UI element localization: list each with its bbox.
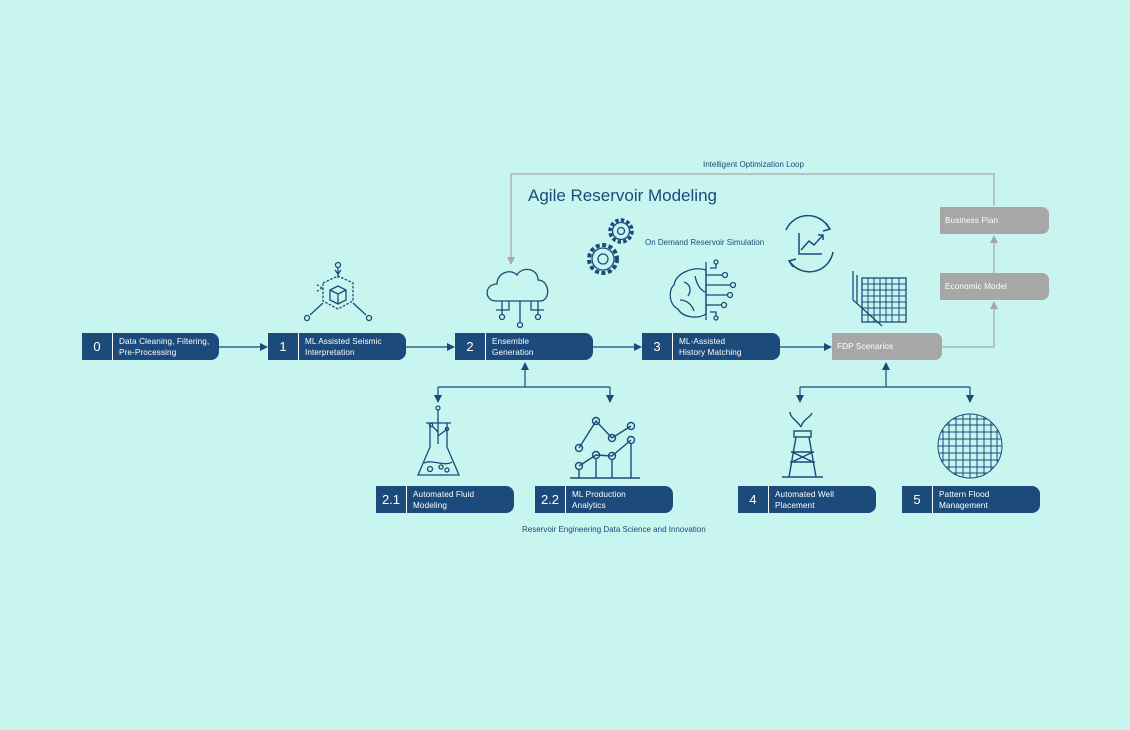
- step-3-box[interactable]: 3 ML-Assisted History Matching: [642, 333, 780, 360]
- step-number: 2.2: [535, 486, 566, 513]
- arrow-fdp-to-economic: [942, 301, 998, 348]
- step-1-box[interactable]: 1 ML Assisted Seismic Interpretation: [268, 333, 406, 360]
- diagram-title: Agile Reservoir Modeling: [528, 186, 717, 205]
- step-number: 4: [738, 486, 769, 513]
- mesh-sphere-icon: [937, 413, 1003, 479]
- economic-model-box[interactable]: Economic Model: [940, 273, 1049, 300]
- step-number: 2: [455, 333, 486, 360]
- step-label: Data Cleaning, Filtering, Pre-Processing: [119, 336, 210, 357]
- step-2-2-box[interactable]: 2.2 ML Production Analytics: [535, 486, 673, 513]
- step-label: ML-Assisted History Matching: [679, 336, 742, 357]
- step-2-1-box[interactable]: 2.1 Automated Fluid Modeling: [376, 486, 514, 513]
- step-label: ML Assisted Seismic Interpretation: [305, 336, 382, 357]
- step-label: Pattern Flood Management: [939, 489, 990, 510]
- step-number: 1: [268, 333, 299, 360]
- step-label: ML Production Analytics: [572, 489, 626, 510]
- step-2-box[interactable]: 2 Ensemble Generation: [455, 333, 593, 360]
- oil-rig-icon: [782, 411, 823, 478]
- step-0-box[interactable]: 0 Data Cleaning, Filtering, Pre-Processi…: [82, 333, 219, 360]
- optimization-loop-line: [507, 173, 995, 265]
- cycle-chart-icon: [785, 214, 834, 273]
- optimization-loop-label: Intelligent Optimization Loop: [703, 160, 804, 169]
- fdp-scenarios-label: FDP Scenarios: [837, 342, 894, 351]
- step-number: 2.1: [376, 486, 407, 513]
- flask-icon: [417, 405, 460, 476]
- footer-label: Reservoir Engineering Data Science and I…: [522, 525, 706, 534]
- economic-model-label: Economic Model: [945, 282, 1007, 291]
- ai-brain-icon: [669, 259, 737, 321]
- grid-model-icon: [852, 271, 907, 327]
- step-label: Automated Fluid Modeling: [413, 489, 475, 510]
- simulation-label: On Demand Reservoir Simulation: [645, 238, 765, 247]
- step-label: Ensemble Generation: [492, 336, 534, 357]
- fdp-scenarios-box[interactable]: FDP Scenarios: [832, 333, 942, 360]
- step-number: 0: [82, 333, 113, 360]
- business-plan-box[interactable]: Business Plan: [940, 207, 1049, 234]
- loop-connectors: [507, 173, 998, 348]
- step-number: 3: [642, 333, 673, 360]
- line-chart-icon: [570, 416, 640, 479]
- flow-connectors: [219, 343, 974, 403]
- cloud-network-icon: [486, 268, 549, 329]
- step-4-box[interactable]: 4 Automated Well Placement: [738, 486, 876, 513]
- gears-icon: [587, 218, 634, 275]
- step-5-box[interactable]: 5 Pattern Flood Management: [902, 486, 1040, 513]
- business-plan-label: Business Plan: [945, 216, 999, 225]
- step-label: Automated Well Placement: [775, 489, 835, 510]
- step-number: 5: [902, 486, 933, 513]
- cube-network-icon: [303, 261, 373, 322]
